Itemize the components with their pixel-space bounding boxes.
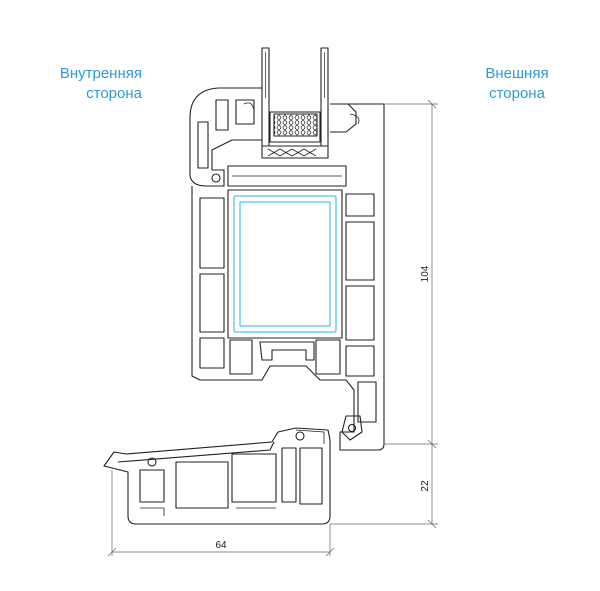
outer-side-label: Внешняя сторона <box>472 64 562 104</box>
desiccant-fill <box>273 113 318 137</box>
steel-reinforcement <box>233 195 337 333</box>
window-sill <box>103 427 331 525</box>
outer-gasket <box>330 103 360 133</box>
frame-profile <box>191 103 385 451</box>
glazing-bead <box>189 87 262 187</box>
dimension-22-label: 22 <box>420 480 431 492</box>
glass-spacer <box>269 111 321 143</box>
inner-side-label-line1: Внутренняя <box>59 65 142 82</box>
glass-unit <box>261 47 329 159</box>
dimension-104-label: 104 <box>420 265 431 282</box>
dimension-lines <box>107 99 438 557</box>
inner-side-label-line2: сторона <box>86 85 142 102</box>
outer-side-label-line2: сторона <box>489 85 545 102</box>
inner-side-label: Внутренняя сторона <box>30 64 142 104</box>
dimension-64-label: 64 <box>215 540 227 551</box>
glazing-seal <box>261 145 329 159</box>
outer-side-label-line1: Внешняя <box>485 65 549 82</box>
